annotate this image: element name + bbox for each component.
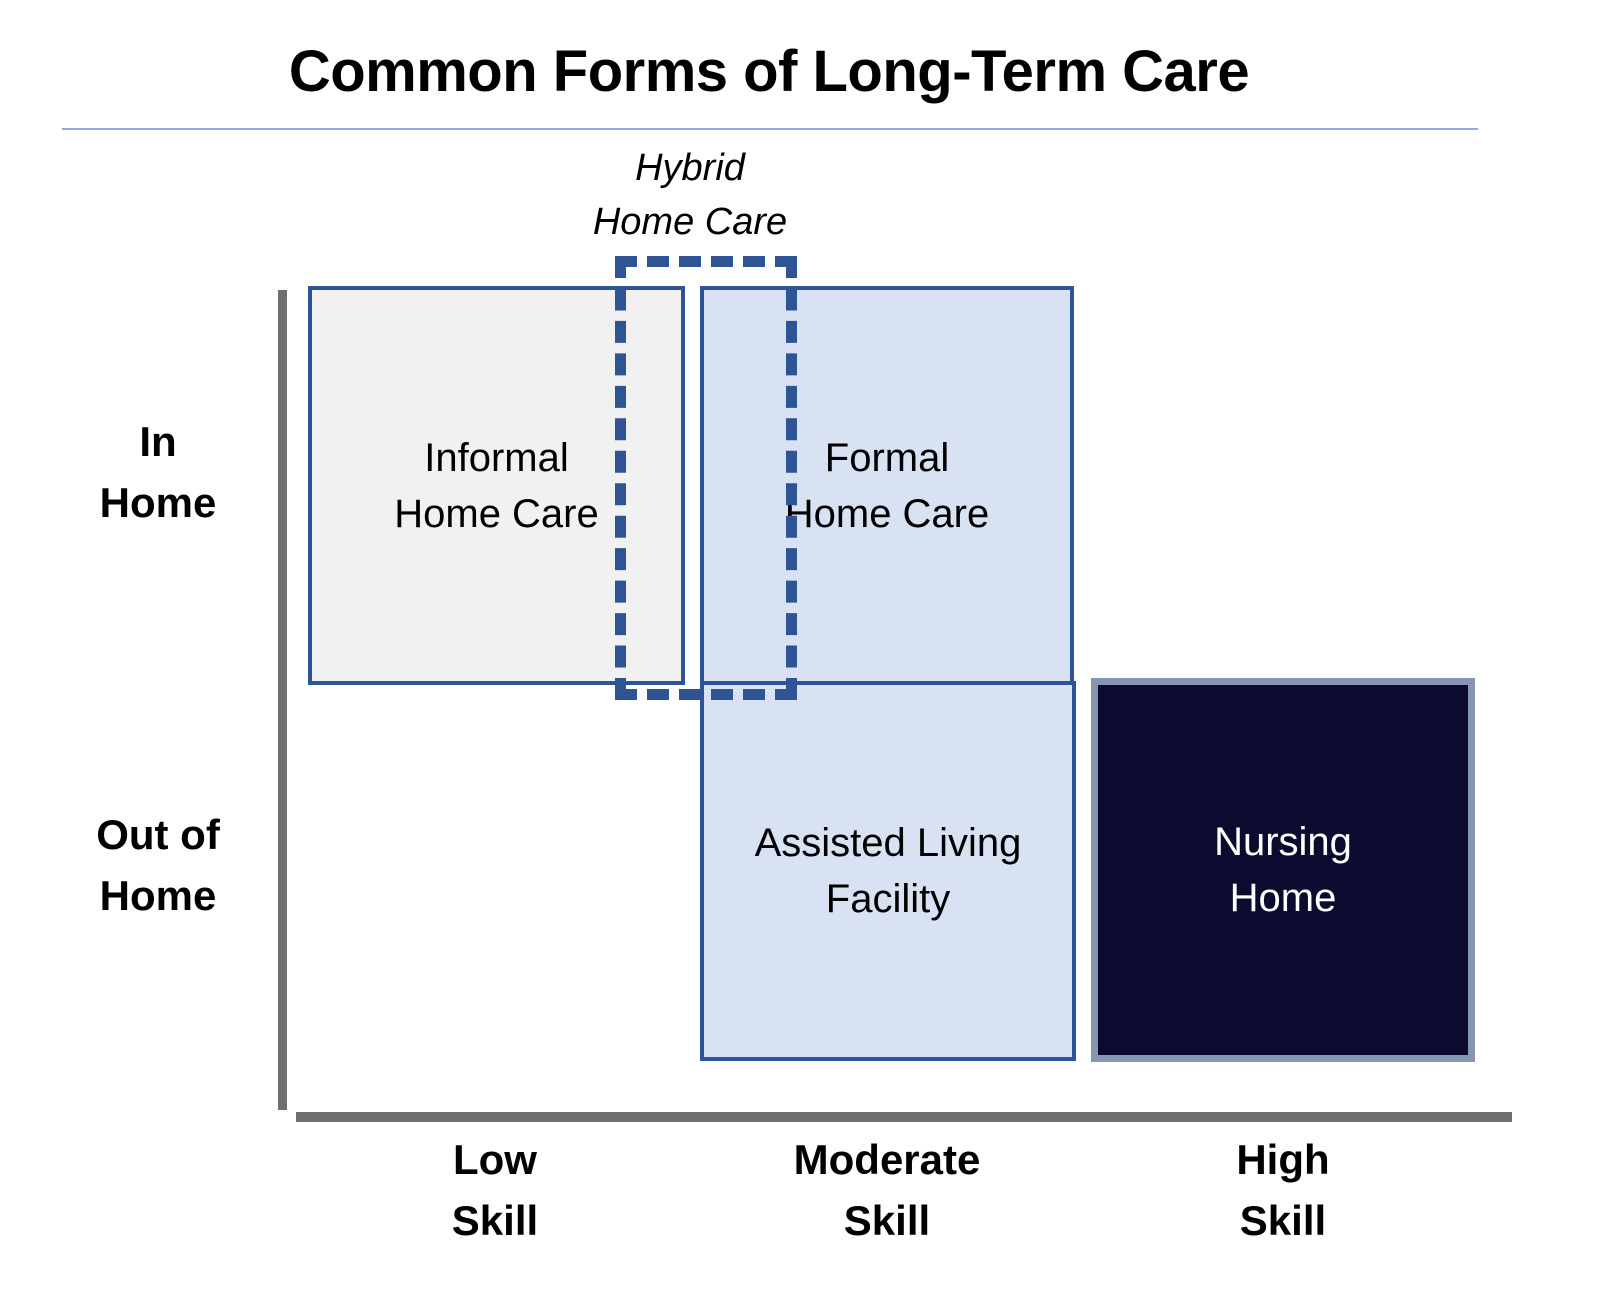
cell-informal-home-care-line2: Home Care — [394, 491, 599, 536]
x-axis-label-moderate-skill-line1: Moderate — [793, 1136, 981, 1183]
cell-nursing-home-text: Nursing Home — [1214, 814, 1352, 926]
page-title: Common Forms of Long-Term Care — [288, 39, 1250, 104]
x-axis-label-high-skill-line1: High — [1236, 1136, 1330, 1183]
y-axis-label-in-home: In Home — [40, 412, 276, 534]
cell-formal-home-care-line1: Formal — [824, 435, 950, 480]
title-divider — [62, 128, 1478, 130]
x-axis-label-low-skill: Low Skill — [330, 1130, 660, 1252]
cell-formal-home-care-line2: Home Care — [784, 491, 990, 536]
hybrid-caption-line1: Hybrid — [635, 147, 745, 189]
cell-nursing-home-line1: Nursing — [1214, 820, 1352, 864]
x-axis-label-moderate-skill-line2: Skill — [843, 1196, 931, 1244]
hybrid-home-care-caption: Hybrid Home Care — [525, 142, 855, 250]
x-axis-label-moderate-skill: Moderate Skill — [722, 1130, 1052, 1252]
hybrid-caption-line2: Home Care — [592, 200, 788, 243]
cell-informal-home-care-text: Informal Home Care — [394, 430, 599, 542]
x-axis-label-low-skill-line2: Skill — [451, 1196, 539, 1244]
x-axis-line — [296, 1112, 1512, 1122]
y-axis-label-in-home-line2: Home — [99, 478, 217, 526]
cell-assisted-living-facility-line2: Facility — [825, 877, 951, 921]
y-axis-line — [278, 290, 287, 1110]
y-axis-label-out-of-home-line1: Out of — [96, 811, 220, 858]
y-axis-label-out-of-home-line2: Home — [99, 871, 217, 919]
cell-assisted-living-facility-text: Assisted Living Facility — [755, 815, 1022, 927]
cell-informal-home-care: Informal Home Care — [308, 286, 685, 685]
cell-nursing-home-line2: Home — [1229, 876, 1337, 920]
cell-formal-home-care: Formal Home Care — [700, 286, 1074, 685]
x-axis-label-low-skill-line1: Low — [453, 1136, 537, 1183]
cell-nursing-home: Nursing Home — [1091, 678, 1475, 1062]
x-axis-label-high-skill-line2: Skill — [1239, 1196, 1327, 1244]
cell-formal-home-care-text: Formal Home Care — [785, 430, 990, 542]
cell-assisted-living-facility: Assisted Living Facility — [700, 681, 1076, 1061]
cell-informal-home-care-line1: Informal — [424, 435, 569, 480]
y-axis-label-in-home-line1: In — [139, 418, 177, 465]
x-axis-label-high-skill: High Skill — [1118, 1130, 1448, 1252]
cell-assisted-living-facility-line1: Assisted Living — [754, 821, 1022, 865]
y-axis-label-out-of-home: Out of Home — [40, 805, 276, 927]
